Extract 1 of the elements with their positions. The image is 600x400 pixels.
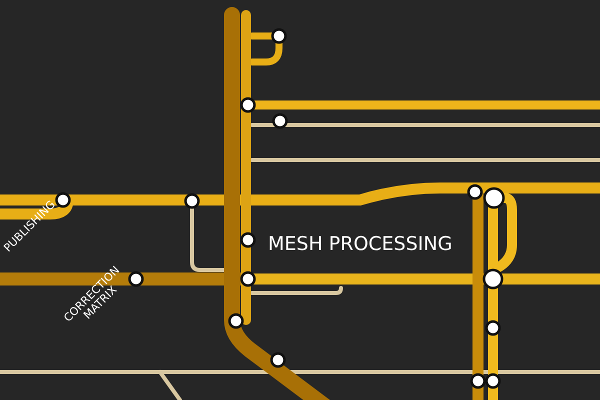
line-name-label: MESH PROCESSING [268,234,452,255]
